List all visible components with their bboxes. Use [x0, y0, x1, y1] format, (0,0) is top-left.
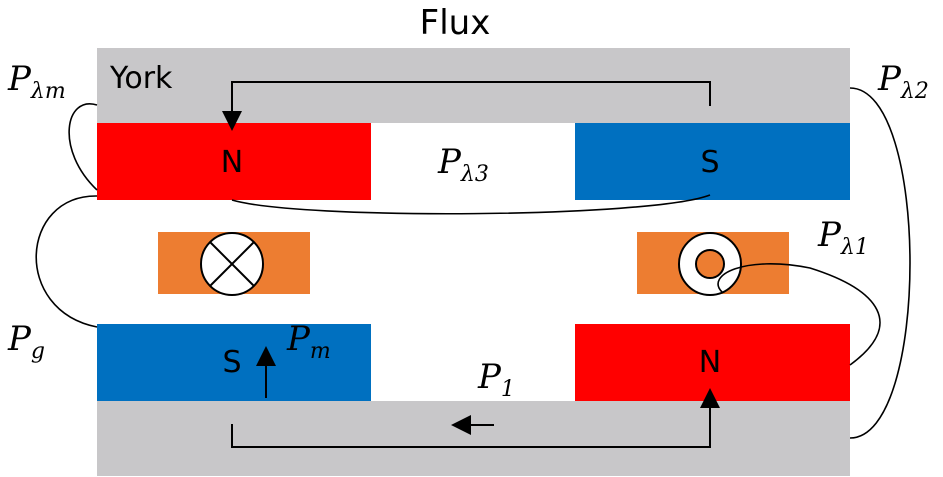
- leakage-path-lambda-2: [849, 87, 911, 439]
- yoke-label: York: [109, 61, 173, 96]
- leakage-path-lambda-1: [717, 263, 881, 366]
- pole-top-right: S: [700, 145, 719, 180]
- top-left-magnet: [97, 123, 371, 200]
- label-p-lambda-3: Pλ3: [437, 142, 489, 187]
- label-p-lambda-m: Pλm: [7, 59, 66, 104]
- flux-path-bottom: [231, 388, 720, 448]
- label-p-lambda-2: Pλ2: [877, 59, 929, 104]
- bottom-left-magnet: [97, 324, 371, 401]
- label-p-lambda-1: Pλ1: [817, 215, 869, 260]
- flux-path-top: [222, 81, 711, 131]
- yoke-bottom: [97, 401, 850, 476]
- label-p-1: P1: [477, 357, 515, 402]
- label-p-m: Pm: [286, 319, 331, 364]
- current-into-page-icon: [200, 232, 264, 296]
- leakage-path-lambda-3: [231, 194, 711, 215]
- yoke-top: [97, 48, 850, 123]
- pole-top-left: N: [221, 145, 243, 180]
- pole-bottom-right: N: [699, 345, 721, 380]
- leakage-path-lambda-m: [68, 103, 98, 191]
- diagram-title: Flux: [420, 3, 491, 43]
- pole-bottom-left: S: [222, 345, 241, 380]
- leakage-path-lambda-g: [35, 195, 98, 328]
- top-right-magnet: [575, 123, 850, 200]
- label-p-g: Pg: [7, 319, 45, 364]
- current-out-of-page-icon: [678, 232, 742, 296]
